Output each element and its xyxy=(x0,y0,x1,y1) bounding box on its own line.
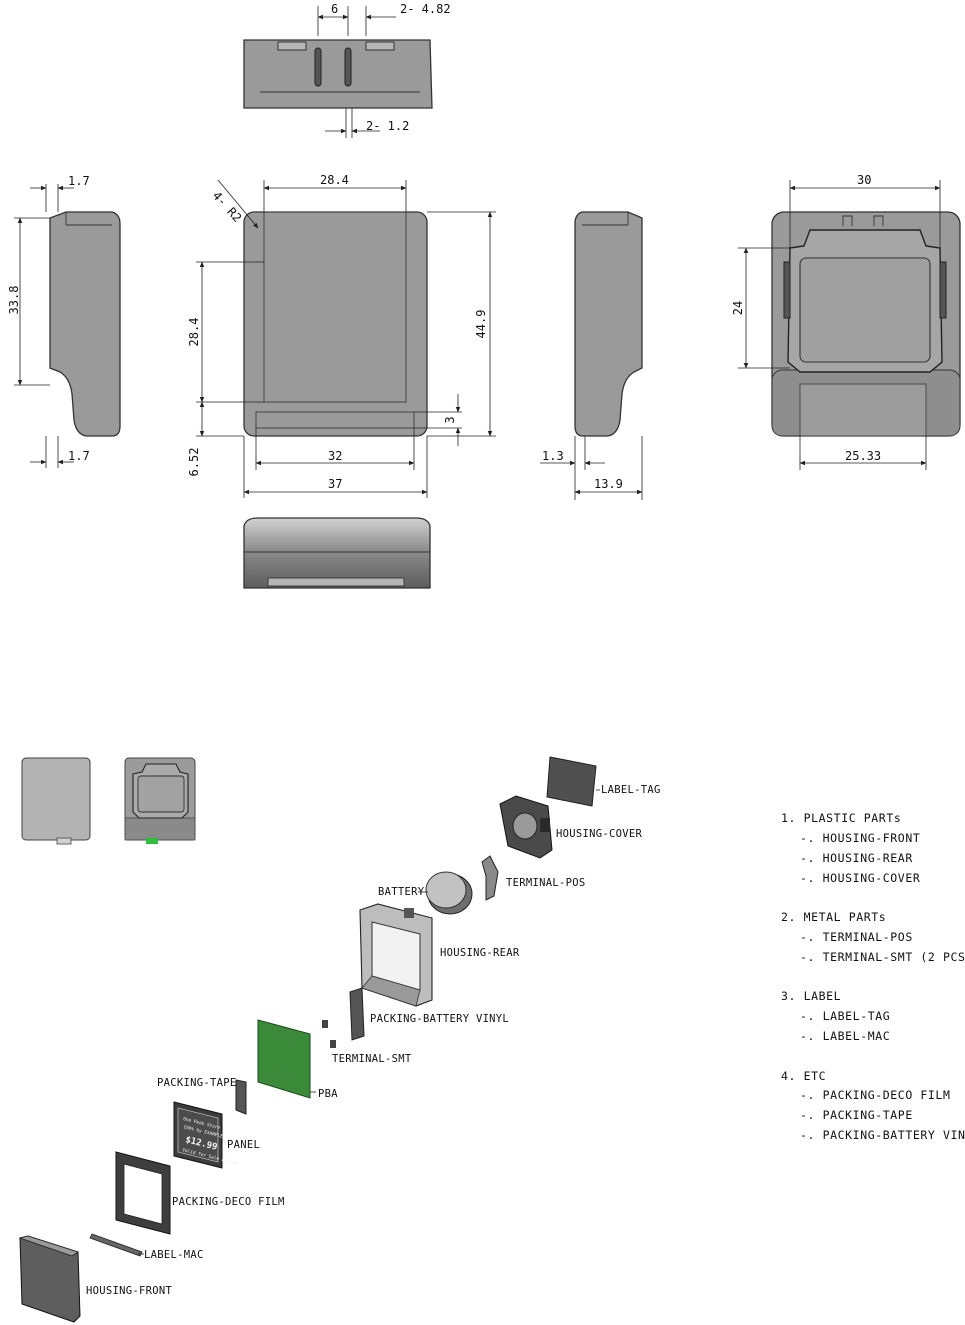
iso-led xyxy=(146,838,158,844)
part-panel: One Peak Store 100% by EXAMPLE $12.99 Va… xyxy=(173,1101,238,1169)
label-label-tag: LABEL-TAG xyxy=(601,784,661,796)
dim-top-gap: 6 xyxy=(331,2,338,16)
dim-rear-bottom-width: 25.33 xyxy=(845,449,881,463)
label-packing-tape: PACKING-TAPE xyxy=(157,1077,236,1089)
dim-front-radius: 4- R2 xyxy=(210,189,245,225)
part-packing-deco-film xyxy=(115,1151,171,1235)
dim-side-offset: 1.3 xyxy=(542,449,564,463)
left-side-body xyxy=(49,211,121,437)
dim-left-height: 33.8 xyxy=(7,286,21,315)
part-pba xyxy=(257,1019,311,1099)
dim-front-height: 44.9 xyxy=(474,310,488,339)
part-packing-tape xyxy=(235,1079,247,1115)
parts-list-heading-2: 2. METAL PARTs xyxy=(781,910,886,924)
part-housing-front xyxy=(19,1235,81,1323)
label-terminal-smt: TERMINAL-SMT xyxy=(332,1053,412,1065)
bottom-view-slot xyxy=(267,577,405,587)
front-view: 4- R2 28.4 44.9 28.4 6.52 3 32 37 xyxy=(187,173,496,498)
parts-list-item: -. LABEL-MAC xyxy=(800,1029,890,1043)
part-housing-cover xyxy=(499,795,553,859)
dim-left-bottom: 1.7 xyxy=(68,449,90,463)
right-side-body xyxy=(574,211,643,437)
label-pba: PBA xyxy=(318,1088,338,1100)
rear-view-battery-seat xyxy=(799,257,931,363)
dim-front-inner-height: 28.4 xyxy=(187,318,201,347)
top-view-slot-left xyxy=(314,47,322,87)
parts-list-heading-4: 4. ETC xyxy=(781,1069,826,1083)
part-terminal-pos xyxy=(481,855,499,901)
label-housing-rear: HOUSING-REAR xyxy=(440,947,520,959)
parts-list-heading-1: 1. PLASTIC PARTs xyxy=(781,811,901,825)
iso-views xyxy=(21,757,196,845)
part-label-tag xyxy=(546,756,597,807)
bottom-view xyxy=(243,517,431,589)
parts-list-item: -. TERMINAL-SMT (2 PCS) xyxy=(800,950,965,964)
top-view-body xyxy=(243,39,433,109)
dim-rear-width: 30 xyxy=(857,173,871,187)
parts-list-item: -. PACKING-TAPE xyxy=(800,1108,913,1122)
front-view-window xyxy=(263,211,407,403)
rear-view: 30 24 25.33 xyxy=(731,173,961,470)
front-view-label-strip xyxy=(255,411,415,429)
right-side-view: 1.3 13.9 xyxy=(540,211,643,500)
dim-front-total-width: 37 xyxy=(328,477,342,491)
dim-top-slot: 2- 1.2 xyxy=(366,119,409,133)
bottom-view-body xyxy=(243,517,431,589)
parts-list-item: -. HOUSING-COVER xyxy=(800,871,920,885)
dim-front-width: 28.4 xyxy=(320,173,349,187)
parts-list-item: -. TERMINAL-POS xyxy=(800,930,913,944)
parts-list-item: -. PACKING-DECO FILM xyxy=(800,1088,950,1102)
part-housing-rear xyxy=(359,903,433,1007)
top-view: 6 2- 4.82 2- 1.2 xyxy=(243,2,451,138)
rear-view-pocket xyxy=(799,383,927,437)
part-battery xyxy=(425,871,473,915)
parts-list-item: -. HOUSING-FRONT xyxy=(800,831,920,845)
dim-rear-height: 24 xyxy=(731,301,745,315)
label-housing-front: HOUSING-FRONT xyxy=(86,1285,172,1297)
dim-left-top: 1.7 xyxy=(68,174,90,188)
exploded-view: LABEL-TAG HOUSING-COVER TERMINAL-POS BAT… xyxy=(18,756,661,1323)
parts-list-item: -. LABEL-TAG xyxy=(800,1009,890,1023)
dim-front-strip: 3 xyxy=(443,416,457,423)
dim-side-depth: 13.9 xyxy=(594,477,623,491)
top-view-clip-right xyxy=(365,41,395,51)
top-view-slot-right xyxy=(344,47,352,87)
label-panel: PANEL xyxy=(227,1139,260,1151)
parts-list-item: -. HOUSING-REAR xyxy=(800,851,913,865)
part-label-mac xyxy=(89,1233,143,1257)
label-battery: BATTERY xyxy=(378,886,425,898)
parts-list-heading-3: 3. LABEL xyxy=(781,989,841,1003)
label-packing-deco-film: PACKING-DECO FILM xyxy=(172,1196,285,1208)
label-housing-cover: HOUSING-COVER xyxy=(556,828,642,840)
part-terminal-smt-b xyxy=(330,1040,336,1048)
top-view-clip-left xyxy=(277,41,307,51)
part-terminal-smt-a xyxy=(322,1020,328,1028)
part-packing-battery-vinyl xyxy=(349,987,365,1041)
parts-list: 1. PLASTIC PARTs -. HOUSING-FRONT -. HOU… xyxy=(781,811,965,1142)
dim-front-label-width: 32 xyxy=(328,449,342,463)
label-terminal-pos: TERMINAL-POS xyxy=(506,877,585,889)
iso-front-view xyxy=(21,757,91,841)
label-packing-battery-vinyl: PACKING-BATTERY VINYL xyxy=(370,1013,509,1025)
dim-front-bottom: 6.52 xyxy=(187,448,201,477)
label-label-mac: LABEL-MAC xyxy=(144,1249,204,1261)
left-side-view: 1.7 33.8 1.7 xyxy=(7,174,121,468)
parts-list-item: -. PACKING-BATTERY VINYL xyxy=(800,1128,965,1142)
dim-top-width: 2- 4.82 xyxy=(400,2,451,16)
